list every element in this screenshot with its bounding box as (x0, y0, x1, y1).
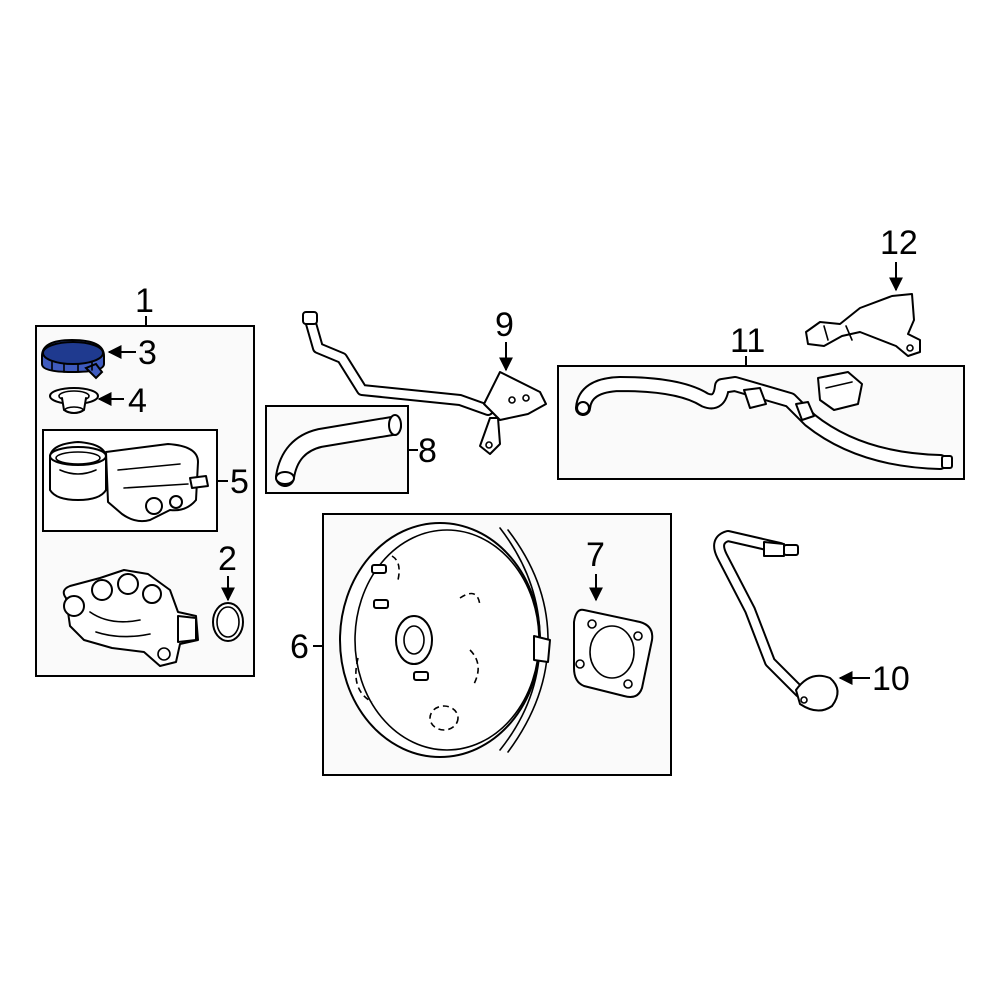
callout-7[interactable]: 7 (586, 536, 605, 574)
callout-10[interactable]: 10 (872, 660, 910, 698)
callout-8[interactable]: 8 (418, 432, 437, 470)
part-5-brake-fluid-reservoir[interactable] (42, 429, 218, 532)
part-11-vacuum-hose-assembly[interactable] (557, 356, 965, 480)
callout-6[interactable]: 6 (290, 628, 309, 666)
callout-12[interactable]: 12 (880, 224, 918, 262)
callout-9[interactable]: 9 (495, 306, 514, 344)
part-9-vacuum-tube-bracket[interactable] (302, 311, 547, 455)
group-1-master-cylinder-assembly: 1 3 4 (35, 282, 255, 677)
part-12-hose-bracket[interactable] (805, 293, 921, 357)
part-10-check-valve-tube[interactable] (713, 530, 839, 712)
part-7-booster-gasket[interactable] (573, 608, 654, 698)
callout-2[interactable]: 2 (218, 540, 237, 578)
part-8-vacuum-hose[interactable] (265, 405, 409, 494)
callout-1[interactable]: 1 (135, 282, 154, 320)
part-3-reservoir-cap[interactable] (41, 338, 105, 380)
callout-11[interactable]: 11 (730, 322, 765, 360)
callout-5[interactable]: 5 (230, 463, 249, 501)
master-cylinder-body (62, 569, 199, 667)
callout-4[interactable]: 4 (128, 382, 147, 420)
part-2-o-ring-seal[interactable] (212, 602, 244, 642)
callout-3[interactable]: 3 (138, 334, 157, 372)
part-4-reservoir-strainer[interactable] (49, 387, 99, 414)
